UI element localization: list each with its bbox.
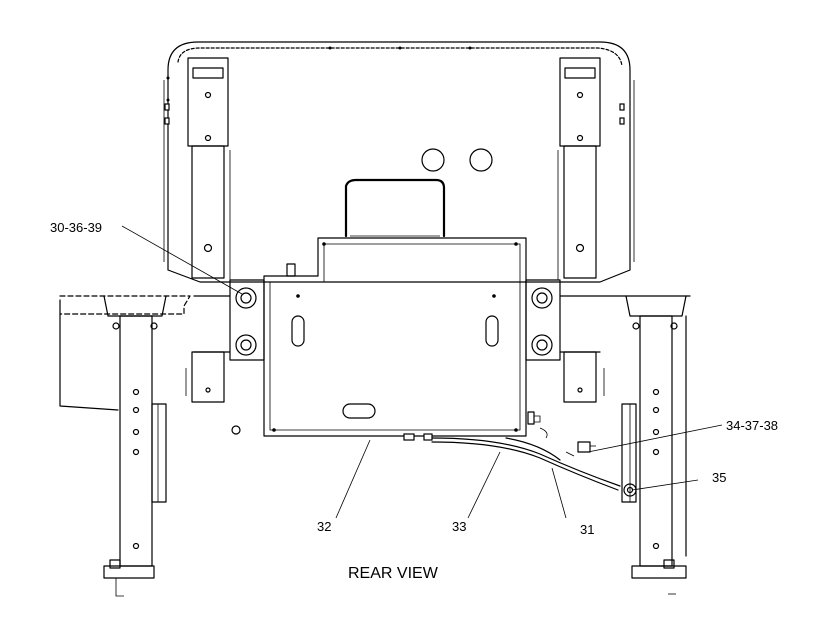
lower-slides xyxy=(185,351,605,435)
wiring-harness xyxy=(403,411,637,497)
leader-lines xyxy=(121,225,723,519)
view-title: REAR VIEW xyxy=(348,565,439,582)
control-module xyxy=(344,178,446,238)
callout-35: 35 xyxy=(712,470,726,485)
callout-32: 32 xyxy=(317,519,331,534)
right-headrest-slide xyxy=(557,57,601,280)
mounting-bracket xyxy=(263,237,527,437)
left-armrest xyxy=(59,295,191,597)
left-bolt-bracket xyxy=(193,279,265,361)
right-armrest xyxy=(599,295,691,595)
left-headrest-slide xyxy=(187,57,231,280)
seat-back xyxy=(163,41,635,283)
callout-31: 31 xyxy=(580,522,594,537)
callout-34-37-38: 34-37-38 xyxy=(726,418,778,433)
callout-30-36-39: 30-36-39 xyxy=(50,220,102,235)
callout-33: 33 xyxy=(452,519,466,534)
right-bolt-bracket xyxy=(525,279,601,361)
